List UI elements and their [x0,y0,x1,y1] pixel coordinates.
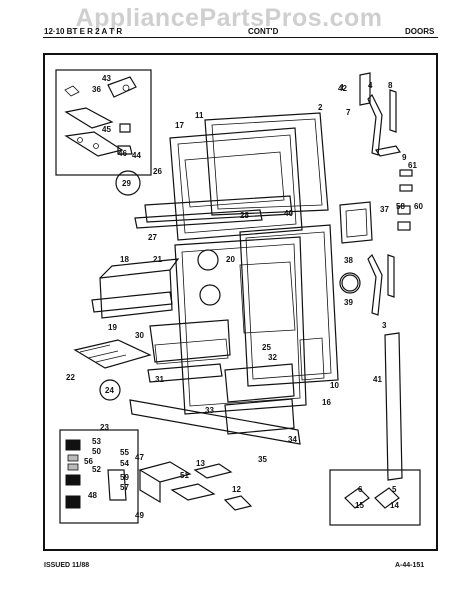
callout-55: 55 [120,448,129,457]
callout-27: 27 [148,233,157,242]
diagram-frame [43,53,438,551]
callout-49: 49 [135,511,144,520]
callout-23: 23 [100,423,109,432]
callout-39: 39 [344,298,353,307]
callout-30: 30 [135,331,144,340]
callout-45: 45 [102,125,111,134]
callout-59: 59 [120,473,129,482]
callout-9: 9 [402,153,407,162]
callout-42: 42 [338,84,347,93]
callout-labels: 1 2 3 4 5 6 7 8 9 10 11 12 13 14 15 16 1… [66,74,423,520]
fresh-food-door [174,224,339,415]
callout-41: 41 [373,375,382,384]
callout-7: 7 [346,108,351,117]
callout-15: 15 [355,501,364,510]
callout-53: 53 [92,437,101,446]
callout-34: 34 [288,435,297,444]
callout-22: 22 [66,373,75,382]
hardware-box [59,429,139,524]
callout-17: 17 [175,121,184,130]
callout-24: 24 [105,386,114,395]
callout-18: 18 [120,255,129,264]
header-rule [43,37,438,38]
callout-12: 12 [232,485,241,494]
circled-callouts [99,170,361,401]
callout-38: 38 [344,256,353,265]
right-hinge-parts [339,72,413,481]
callout-11: 11 [195,111,204,120]
callout-14: 14 [390,501,399,510]
header-section: DOORS [405,27,435,36]
freezer-door [134,112,329,241]
callout-52: 52 [92,465,101,474]
callout-13: 13 [196,459,205,468]
callout-28: 28 [240,211,249,220]
small-parts-box [329,469,421,526]
callout-5: 5 [392,485,397,494]
lower-hinge-brackets [138,461,253,511]
header-contd: CONT'D [248,27,279,36]
callout-54: 54 [120,459,129,468]
callout-43: 43 [102,74,111,83]
callout-6: 6 [358,485,363,494]
callout-48: 48 [88,491,97,500]
callout-58: 58 [396,202,405,211]
callout-21: 21 [153,255,162,264]
door-shelves [73,258,301,445]
callout-1: 1 [340,83,345,92]
callout-8: 8 [388,81,393,90]
footer-issued: ISSUED 11/88 [44,562,90,569]
callout-50: 50 [92,447,101,456]
callout-29: 29 [122,179,131,188]
callout-25: 25 [262,343,271,352]
callout-3: 3 [382,321,387,330]
callout-61: 61 [408,161,417,170]
callout-37: 37 [380,205,389,214]
callout-2: 2 [318,103,323,112]
callout-16: 16 [322,398,331,407]
callout-40: 40 [284,209,293,218]
upper-hinge-box [55,69,152,176]
callout-35: 35 [258,455,267,464]
callout-51: 51 [180,471,189,480]
callout-20: 20 [226,255,235,264]
callout-31: 31 [155,375,164,384]
watermark: AppliancePartsPros.com [75,4,383,32]
callout-19: 19 [108,323,117,332]
callout-44: 44 [132,151,141,160]
callout-33: 33 [205,406,214,415]
footer-code: A-44-151 [395,562,425,569]
callout-4: 4 [368,81,373,90]
callout-10: 10 [330,381,339,390]
callout-60: 60 [414,202,423,211]
callout-32: 32 [268,353,277,362]
callout-47: 47 [135,453,144,462]
callout-46: 46 [118,149,127,158]
header-model: 12·10 BT E R 2 A T R [44,27,123,36]
callout-26: 26 [153,167,162,176]
callout-57: 57 [120,483,129,492]
callout-36: 36 [92,85,101,94]
callout-56: 56 [84,457,93,466]
